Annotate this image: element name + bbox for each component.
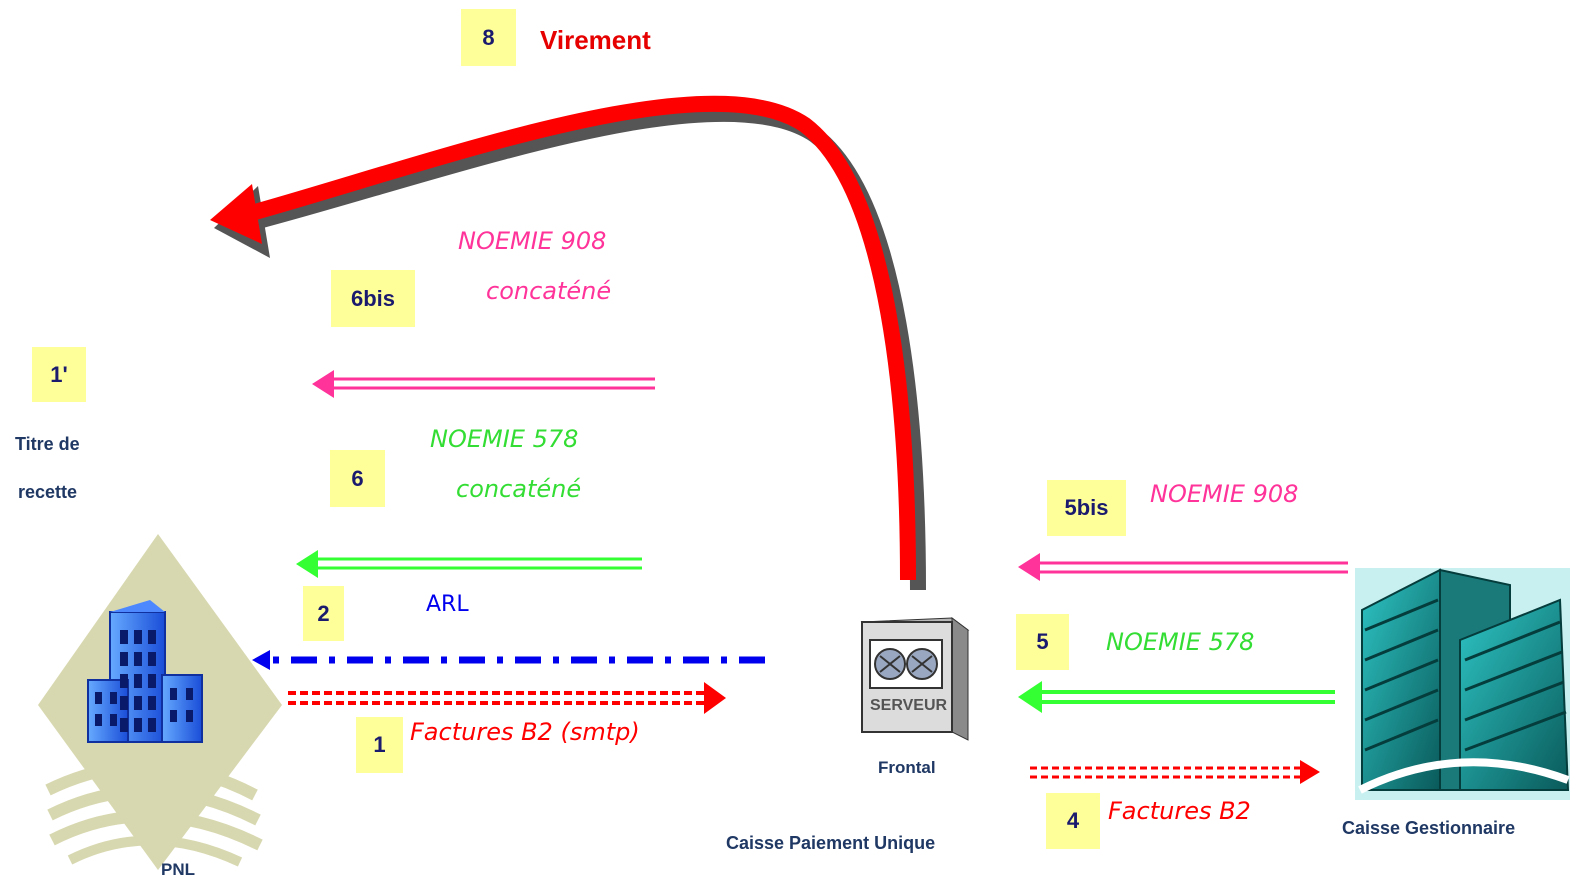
caisse-gestionnaire-label: Caisse Gestionnaire <box>1342 818 1516 838</box>
serveur-text: SERVEUR <box>870 697 948 714</box>
recette-label: recette <box>18 482 78 502</box>
factures-b2-smtp-label: Factures B2 (smtp) <box>410 718 640 746</box>
step-badge-1: 1 <box>356 717 403 773</box>
pnl-label: PNL <box>161 860 195 879</box>
step-badge-6bis: 6bis <box>331 270 415 327</box>
noemie-578-left-label: NOEMIE 578 <box>430 425 579 453</box>
office-building-icon <box>1355 568 1570 800</box>
virement-label: Virement <box>540 25 651 55</box>
arrow-1-factures-smtp <box>288 682 726 714</box>
concatene-green-label: concaténé <box>456 475 582 503</box>
noemie-908-right-label: NOEMIE 908 <box>1150 480 1299 508</box>
arl-label: ARL <box>426 592 469 617</box>
virement-arrow <box>210 95 926 591</box>
arrow-2-arl <box>252 650 765 670</box>
concatene-pink-label: concaténé <box>486 277 612 305</box>
step-badge-4: 4 <box>1046 793 1100 849</box>
frontal-label: Frontal <box>878 758 936 777</box>
arrow-5-noemie578 <box>1018 681 1335 713</box>
arrow-5bis-noemie908 <box>1018 553 1348 581</box>
caisse-paiement-unique-label: Caisse Paiement Unique <box>726 833 936 853</box>
step-badge-8: 8 <box>461 9 516 66</box>
step-badge-6: 6 <box>330 450 385 507</box>
titre-de-label: Titre de <box>15 434 80 454</box>
noemie-578-right-label: NOEMIE 578 <box>1106 628 1255 656</box>
server-icon <box>860 617 970 741</box>
arrow-4-factures <box>1030 760 1320 784</box>
arrow-6bis-noemie908 <box>312 370 655 398</box>
noemie-908-left-label: NOEMIE 908 <box>458 227 607 255</box>
step-badge-5bis: 5bis <box>1047 480 1126 536</box>
step-badge-1-prime: 1' <box>32 347 86 402</box>
arrow-6-noemie578 <box>296 550 642 578</box>
factures-b2-label: Factures B2 <box>1108 797 1251 825</box>
building-icon <box>38 534 282 870</box>
step-badge-5: 5 <box>1016 614 1069 670</box>
step-badge-2: 2 <box>303 586 344 641</box>
